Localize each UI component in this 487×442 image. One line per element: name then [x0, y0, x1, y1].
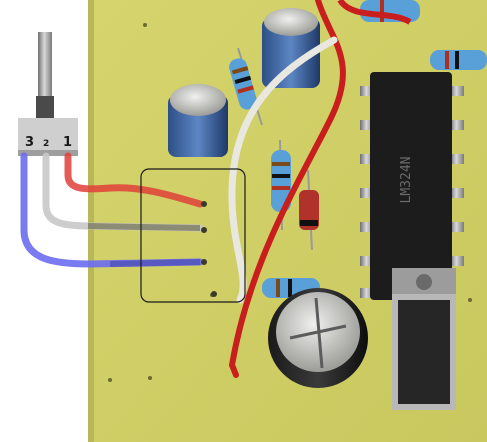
switch-pin-label-1: 1 — [63, 135, 72, 150]
wire-pin-1 — [64, 152, 204, 208]
voltage-regulator — [392, 268, 456, 410]
electrolytic-capacitor-left — [168, 84, 228, 157]
resistor-top — [229, 47, 263, 126]
white-wire — [228, 36, 338, 304]
highlight-box — [140, 168, 246, 303]
resistor-middle — [271, 139, 291, 231]
chip-marking: LM324N — [399, 157, 414, 204]
resistor-right-top — [430, 50, 487, 70]
electrolytic-capacitor-top — [262, 8, 320, 88]
switch-pin-label-3: 3 — [25, 135, 34, 150]
diode — [299, 169, 319, 251]
toggle-switch — [18, 32, 78, 156]
wire-pin-3 — [20, 152, 204, 268]
ic-chip: LM324N — [360, 72, 464, 300]
switch-pin-label-2: 2 — [43, 139, 49, 149]
electrolytic-capacitor-large — [268, 288, 368, 388]
